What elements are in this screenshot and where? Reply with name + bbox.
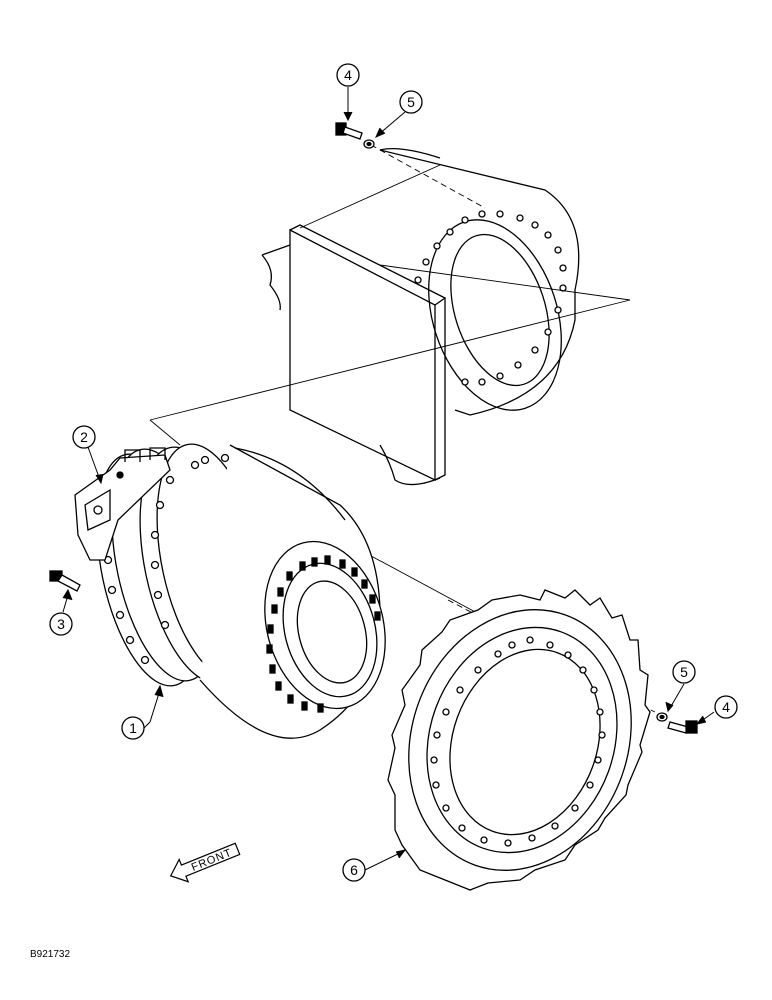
bolt-right [667, 720, 698, 734]
svg-text:4: 4 [722, 699, 730, 715]
callout-4-top: 4 [336, 63, 360, 87]
svg-text:2: 2 [80, 429, 88, 445]
front-direction-arrow: FRONT [169, 842, 241, 883]
bolt-top [335, 122, 363, 140]
washer-top [363, 139, 375, 149]
svg-text:6: 6 [350, 862, 358, 878]
svg-text:5: 5 [680, 664, 688, 680]
bolt-left [49, 570, 81, 592]
svg-text:4: 4 [344, 67, 352, 83]
washer-right [656, 712, 668, 722]
svg-text:3: 3 [57, 616, 65, 632]
final-drive-assembly [96, 443, 386, 739]
callout-3: 3 [49, 612, 73, 636]
svg-text:1: 1 [129, 720, 137, 736]
callout-5-top: 5 [399, 90, 423, 114]
callout-leaders [62, 87, 715, 871]
figure-code: B921732 [30, 949, 70, 960]
callout-1: 1 [121, 716, 151, 740]
front-label: FRONT [190, 847, 234, 874]
callout-5-right: 5 [672, 660, 696, 684]
callout-2: 2 [72, 425, 96, 449]
callout-4-right: 4 [714, 695, 738, 719]
mounting-frame [261, 147, 580, 486]
svg-text:5: 5 [407, 94, 415, 110]
hydraulic-motor [74, 447, 171, 561]
callout-6: 6 [342, 858, 366, 882]
sprocket [387, 589, 651, 891]
